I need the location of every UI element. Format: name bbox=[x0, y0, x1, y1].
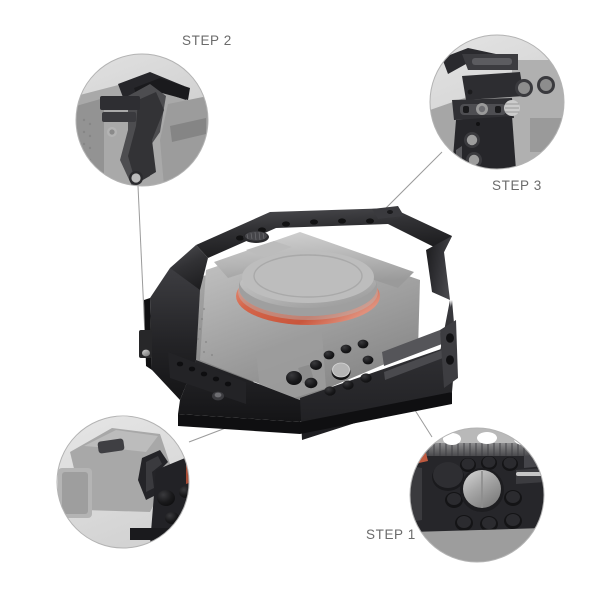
cage-top-right-corner bbox=[426, 236, 452, 300]
cage-base-lip bbox=[178, 392, 452, 434]
callout-bottom-left bbox=[56, 415, 190, 549]
lens-cap-inner-circle bbox=[253, 254, 363, 298]
cage-top-right-tab-screw bbox=[387, 210, 393, 214]
zoom3-screw-a-head bbox=[518, 82, 530, 94]
zoom2-cage-bar-2 bbox=[102, 112, 136, 122]
zoom3-cage-slot bbox=[472, 58, 512, 65]
cage-right-plate-holes bbox=[286, 339, 374, 396]
cage-left-mount-screw bbox=[142, 349, 150, 357]
zoom3-side-screw-bottom-head bbox=[468, 154, 480, 166]
callout-circle-bottom-left bbox=[56, 415, 190, 549]
step-2-label: STEP 2 bbox=[182, 33, 232, 48]
callout-circle-step-1 bbox=[409, 427, 545, 563]
zoom2-button-inner bbox=[131, 173, 141, 183]
cage-right-plate-body bbox=[300, 300, 456, 440]
zoom3-qr-plate-screw-inner bbox=[478, 105, 486, 113]
zoom3-cage-mid-bracket bbox=[462, 72, 524, 100]
cage-top-rail-holes bbox=[236, 218, 374, 241]
zoom3-side-tiny-screw bbox=[476, 122, 480, 126]
lens-barrel-side bbox=[239, 280, 377, 316]
leader-line-step-2 bbox=[137, 185, 147, 358]
cage-top-rear-rail bbox=[196, 208, 452, 258]
callout-circle-step-3 bbox=[429, 34, 565, 170]
leader-line-step-3 bbox=[379, 151, 443, 215]
callout-step-1 bbox=[409, 427, 545, 563]
cage-right-plate-slot bbox=[382, 330, 442, 366]
cage-bottom-left-thumbscrew-head bbox=[214, 392, 222, 398]
rear-screen-panel bbox=[256, 332, 326, 408]
zoom3-cage-side bbox=[452, 116, 516, 169]
lens-cap bbox=[242, 251, 374, 303]
zoom1-knurled-rail bbox=[410, 443, 544, 456]
cage-right-side-plate bbox=[286, 300, 458, 440]
cage-top-frame bbox=[170, 206, 452, 300]
zoom2-grip-shadow bbox=[128, 92, 164, 184]
zoom1-mounting-holes bbox=[432, 456, 522, 532]
cage-right-post-hole-bottom bbox=[446, 355, 454, 365]
zoom1-left-edge bbox=[410, 466, 422, 522]
zoom3-qr-plate-right-hole bbox=[495, 106, 501, 113]
cage-bottom-front bbox=[168, 300, 456, 422]
cage-bottom-left-rail bbox=[168, 352, 246, 404]
zoom1-right-slot bbox=[516, 472, 544, 476]
cage-top-knurled-port bbox=[243, 231, 269, 243]
cage-right-plate-slot-2 bbox=[384, 350, 443, 380]
zoom2-cage-bar bbox=[100, 96, 140, 110]
zoom3-side-screw-top-head bbox=[466, 134, 478, 146]
zoombl-bottom-rail bbox=[130, 528, 189, 540]
zoom3-qr-plate-left-hole bbox=[463, 106, 469, 113]
cage-front-face bbox=[178, 300, 456, 422]
callout-step-3 bbox=[429, 34, 565, 170]
zoom3-small-screw bbox=[467, 89, 473, 95]
zoombl-cage-latch-highlight bbox=[146, 456, 162, 492]
zoombl-hotshoe-slot bbox=[97, 438, 125, 454]
viewfinder-hump bbox=[246, 241, 292, 257]
cage-bottom-left-rail-holes bbox=[176, 361, 232, 387]
zoom3-screw-b-head bbox=[540, 79, 552, 91]
zoombl-port-block-face bbox=[62, 472, 88, 514]
step-3-label: STEP 3 bbox=[492, 178, 542, 193]
callout-circle-step-2 bbox=[75, 53, 209, 187]
cage-right-post-hole-top bbox=[446, 333, 454, 343]
callout-step-2 bbox=[75, 53, 209, 187]
zoom2-right-detail bbox=[170, 118, 206, 142]
zoom2-right-mass bbox=[160, 96, 208, 186]
zoom2-screw-inner bbox=[109, 129, 115, 135]
product-camera-cage bbox=[139, 206, 458, 440]
zoom1-bottom-shadow bbox=[410, 528, 544, 562]
step-1-label: STEP 1 bbox=[366, 527, 416, 542]
